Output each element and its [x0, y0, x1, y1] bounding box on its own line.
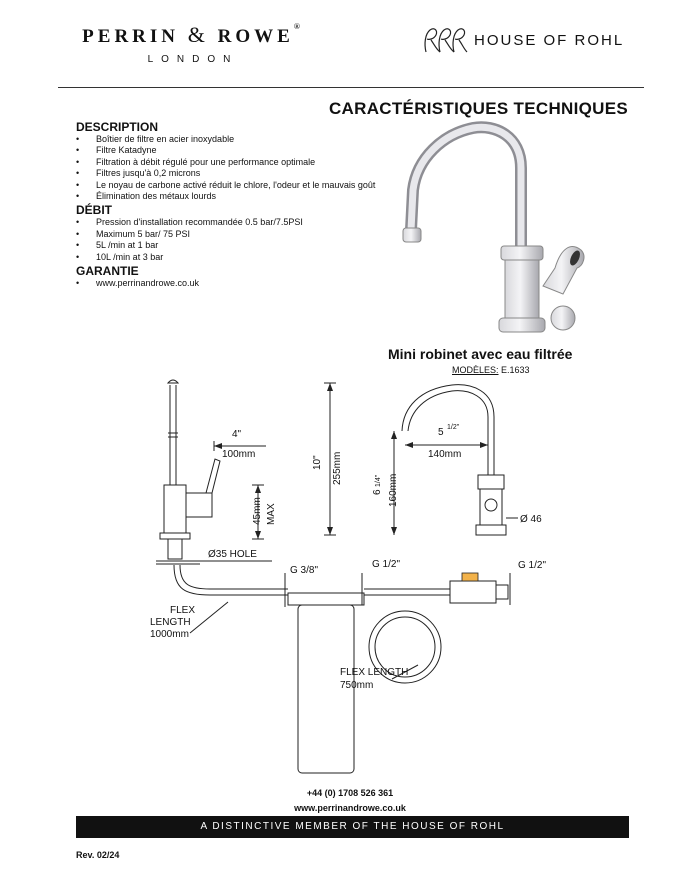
models-label: MODÈLES: — [452, 365, 499, 375]
list-item: 5L /min at 1 bar — [76, 240, 406, 252]
model-number: MODÈLES: E.1633 — [452, 365, 530, 375]
hole-label: Ø35 HOLE — [208, 549, 257, 560]
list-item: Filtres jusqu'à 0,2 microns — [76, 168, 406, 180]
brand-name-part1: PERRIN — [82, 26, 180, 47]
height-inches-label: 10" — [312, 455, 323, 470]
brand-ampersand: & — [187, 22, 209, 47]
thread-12-label-a: G 1/2" — [372, 559, 400, 570]
spout-reach-fraction: 1/2" — [447, 424, 460, 431]
height-mm-label: 255mm — [332, 452, 343, 485]
list-item: Le noyau de carbone activé réduit le chl… — [76, 180, 406, 192]
house-of-rohl-logo: HOUSE OF ROHL — [420, 26, 630, 56]
flex-a-line2: LENGTH — [150, 617, 191, 628]
header-divider — [58, 87, 644, 88]
list-item: Filtration à débit régulé pour une perfo… — [76, 157, 406, 169]
spout-height-fraction: 1/4" — [375, 474, 382, 487]
reach-inches-label: 4" — [232, 429, 242, 440]
flex-b-line2: 750mm — [340, 680, 373, 691]
flex-a-line1: FLEX — [170, 605, 195, 616]
garantie-heading: GARANTIE — [76, 264, 139, 279]
list-item: Boîtier de filtre en acier inoxydable — [76, 134, 406, 146]
page-title: CARACTÉRISTIQUES TECHNIQUES — [328, 99, 628, 118]
deck-max-label: MAX — [266, 503, 277, 525]
side-view-spout — [169, 385, 177, 485]
spout-height-inches: 6 — [372, 489, 383, 495]
house-of-rohl-text: HOUSE OF ROHL — [474, 32, 625, 49]
models-value: E.1633 — [501, 365, 530, 375]
list-item: Élimination des métaux lourds — [76, 191, 406, 203]
rohl-monogram-icon — [424, 28, 468, 53]
list-item: Pression d'installation recommandée 0.5 … — [76, 217, 406, 229]
base-diameter-label: Ø 46 — [520, 514, 542, 525]
thread-12-label-b: G 1/2" — [518, 560, 546, 571]
list-item: Maximum 5 bar/ 75 PSI — [76, 229, 406, 241]
footer-banner: A DISTINCTIVE MEMBER OF THE HOUSE OF ROH… — [76, 816, 629, 838]
brand-name-part2: ROWE — [217, 26, 294, 47]
description-heading: DESCRIPTION — [76, 120, 159, 134]
specifications: DESCRIPTION Boîtier de filtre en acier i… — [76, 121, 406, 291]
debit-list: Pression d'installation recommandée 0.5 … — [76, 217, 406, 263]
perrin-rowe-logo: PERRIN & ROWE® LONDON — [78, 22, 308, 65]
warranty-link[interactable]: www.perrinandrowe.co.uk — [76, 278, 406, 290]
spout-reach-inches: 5 — [438, 427, 444, 438]
debit-heading: DÉBIT — [76, 203, 112, 218]
description-list: Boîtier de filtre en acier inoxydable Fi… — [76, 134, 406, 203]
brand-city: LONDON — [147, 54, 239, 65]
product-name: Mini robinet avec eau filtrée — [388, 346, 573, 362]
isolation-valve-handle — [461, 572, 479, 582]
reach-mm-label: 100mm — [222, 449, 255, 460]
spout-height-mm: 160mm — [388, 474, 399, 507]
flex-a-line3: 1000mm — [150, 629, 189, 640]
technical-drawing: 4" 100mm 45mm MAX Ø35 HOLE G 3/8" G 1/2"… — [150, 379, 546, 774]
registered-mark: ® — [293, 22, 304, 31]
front-view-spout — [407, 390, 489, 475]
brand-name: PERRIN & ROWE® — [78, 22, 308, 48]
spout-reach-mm: 140mm — [428, 449, 461, 460]
faucet-product-image — [402, 121, 585, 333]
footer-phone: +44 (0) 1708 526 361 — [306, 788, 394, 798]
flex-b-line1: FLEX LENGTH — [340, 667, 408, 678]
footer-website[interactable]: www.perrinandrowe.co.uk — [294, 803, 406, 813]
revision-label: Rev. 02/24 — [76, 850, 120, 860]
list-item: 10L /min at 3 bar — [76, 252, 406, 264]
thread-38-label: G 3/8" — [290, 565, 318, 576]
deck-mm-label: 45mm — [252, 497, 263, 525]
garantie-list: www.perrinandrowe.co.uk — [76, 278, 406, 290]
list-item: Filtre Katadyne — [76, 145, 406, 157]
